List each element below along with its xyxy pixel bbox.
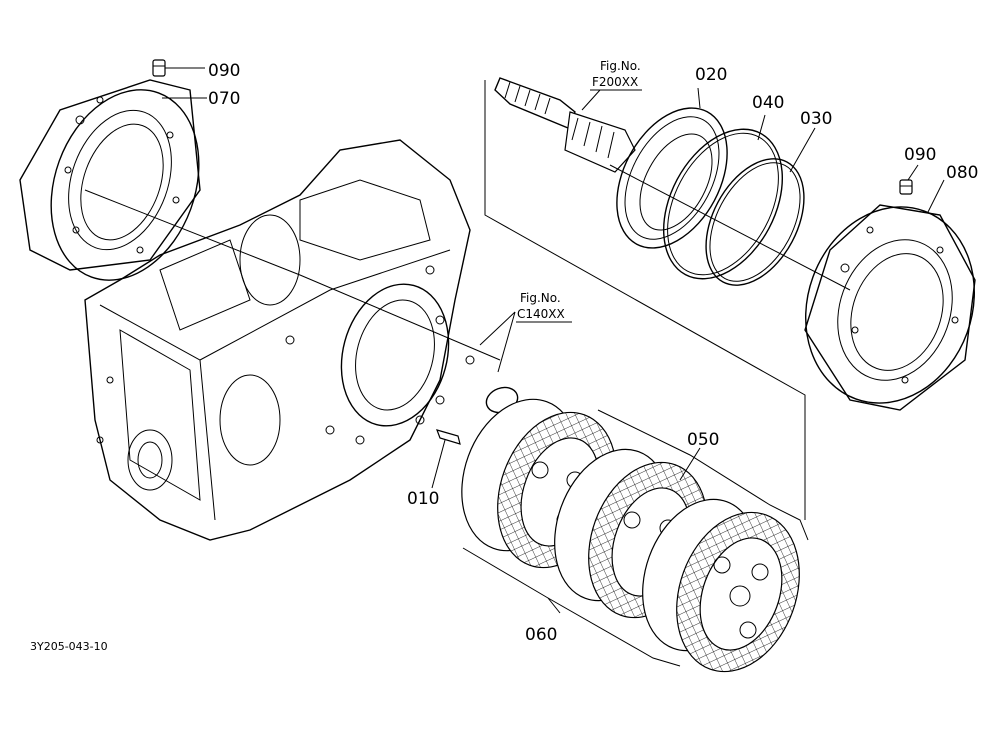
fig-ref-f200-code[interactable]: F200XX xyxy=(592,75,638,89)
label-050: 050 xyxy=(687,430,719,450)
label-040: 040 xyxy=(752,93,784,113)
label-030: 030 xyxy=(800,109,832,129)
plug-090-right xyxy=(899,164,919,195)
label-080: 080 xyxy=(946,163,978,183)
friction-plate-3 xyxy=(676,511,800,673)
label-010: 010 xyxy=(407,489,439,509)
piston-020 xyxy=(616,107,728,249)
seal-ring-040 xyxy=(662,128,784,280)
label-060: 060 xyxy=(525,625,557,645)
fig-ref-f200-label[interactable]: Fig.No. xyxy=(600,59,641,73)
fig-ref-c140-code[interactable]: C140XX xyxy=(517,307,565,321)
plug-090-left xyxy=(152,59,205,77)
brake-housing-left xyxy=(19,79,201,281)
label-020: 020 xyxy=(695,65,727,85)
seal-ring-030 xyxy=(705,158,805,286)
label-070: 070 xyxy=(208,89,240,109)
shaft-with-gear xyxy=(494,77,636,173)
label-090-left: 090 xyxy=(208,61,240,81)
fig-ref-c140-label[interactable]: Fig.No. xyxy=(520,291,561,305)
pin-010 xyxy=(436,429,461,445)
brake-housing-right xyxy=(804,204,976,411)
transmission-case xyxy=(84,139,475,541)
label-090-right: 090 xyxy=(904,145,936,165)
drawing-code: 3Y205-043-10 xyxy=(30,640,108,653)
